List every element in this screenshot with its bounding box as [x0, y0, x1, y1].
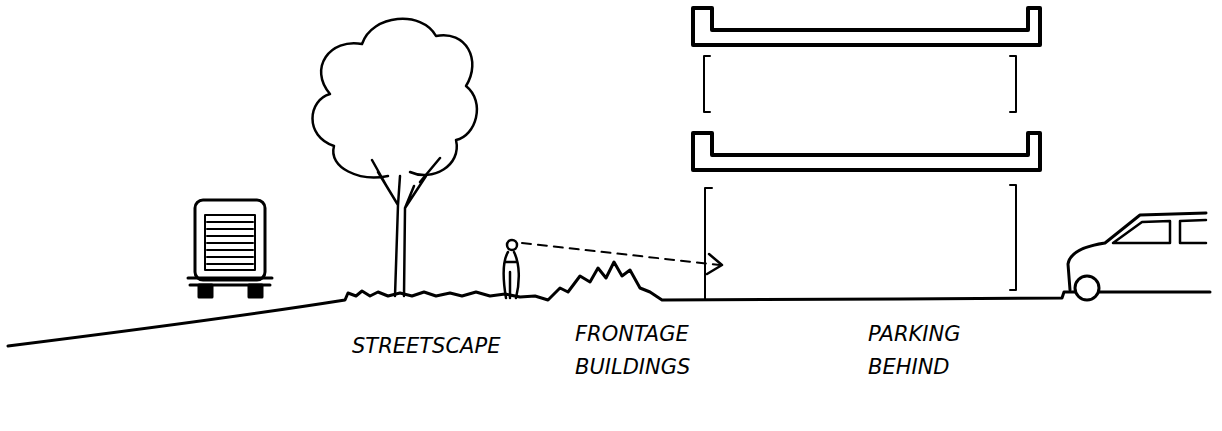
car-window	[1113, 221, 1170, 243]
sightline-arrowhead	[707, 254, 722, 274]
car-wheel	[1075, 276, 1099, 300]
tree	[313, 19, 477, 296]
upper-wall-bracket	[704, 56, 710, 112]
pedestrian-body	[504, 252, 519, 298]
ground-wall-bracket	[705, 188, 712, 300]
section-label: FRONTAGE BUILDINGS	[575, 318, 710, 384]
sightline	[522, 243, 722, 274]
truck-body	[195, 200, 265, 280]
ground-wall-bracket	[1010, 185, 1016, 290]
pedestrian	[504, 240, 519, 298]
tree-trunk	[372, 158, 440, 296]
section-label: STREETSCAPE	[352, 330, 542, 363]
building-section	[693, 8, 1040, 170]
pedestrian-head	[507, 240, 517, 250]
truck-wheel	[249, 285, 262, 297]
tree-crown	[313, 19, 477, 178]
sightline-dash	[522, 243, 720, 265]
truck-wheel	[199, 285, 212, 297]
section-label: PARKING BEHIND	[868, 318, 986, 384]
truck	[188, 200, 272, 297]
roof-slab	[693, 8, 1040, 45]
floor-slab	[693, 133, 1040, 170]
upper-wall-bracket	[1010, 56, 1016, 112]
truck-shutter-slats	[207, 222, 253, 264]
wall-brackets	[704, 56, 1016, 300]
truck-shutter	[205, 215, 255, 270]
car	[1068, 213, 1206, 300]
car-window	[1180, 220, 1206, 243]
